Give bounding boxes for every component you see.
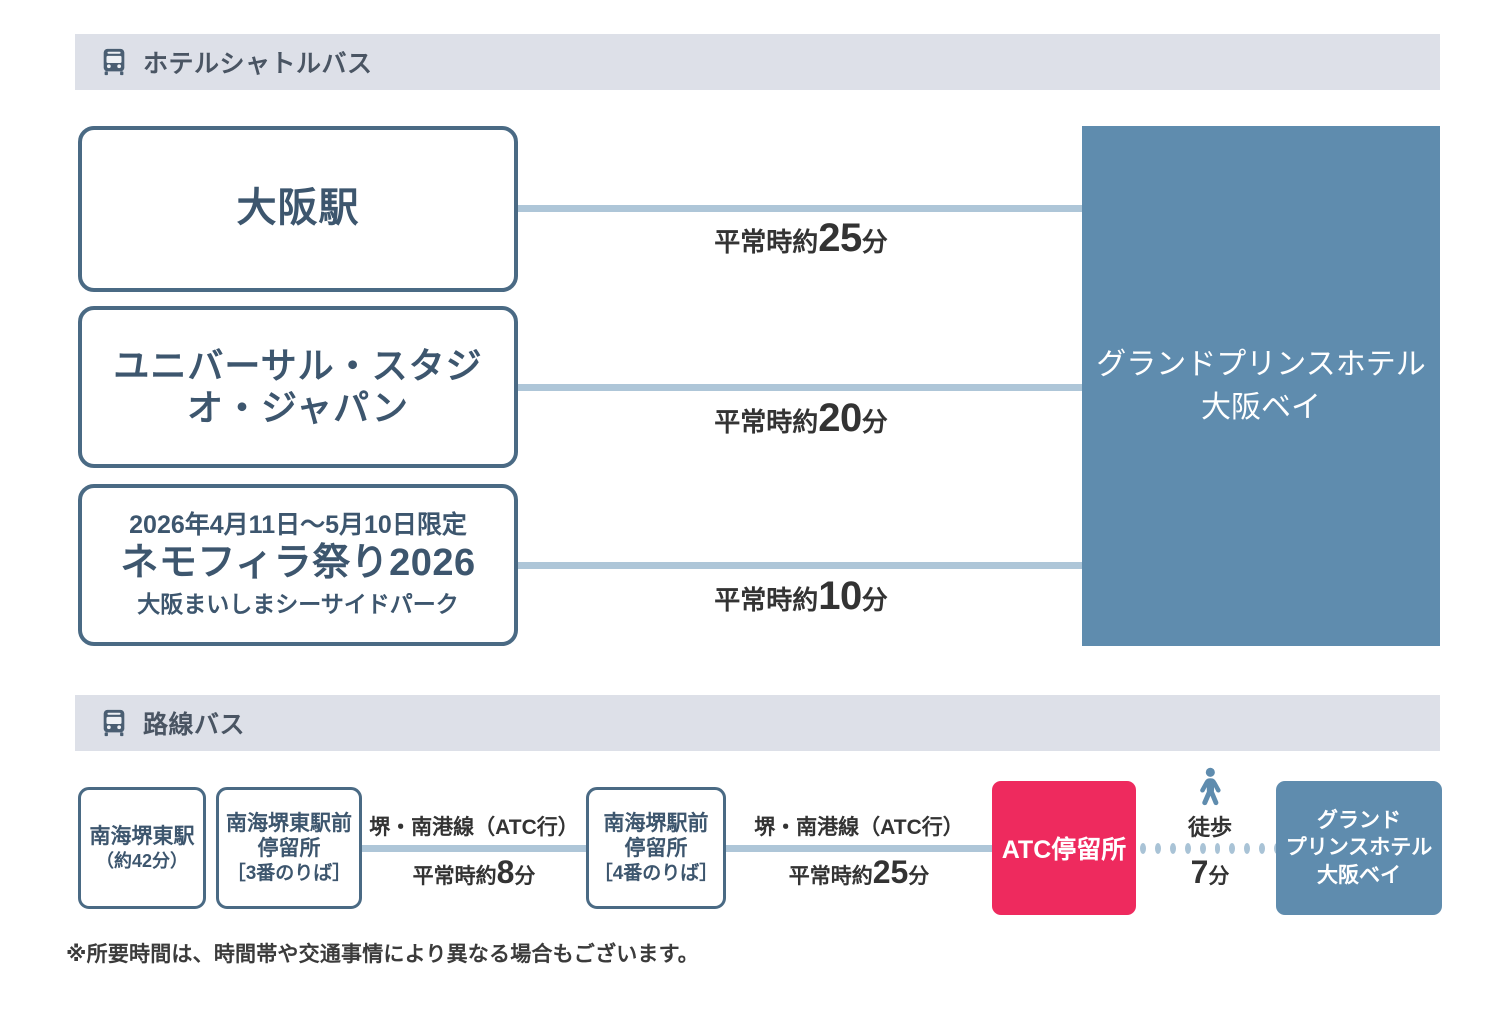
duration-label-osaka: 平常時約25分 <box>512 216 1090 261</box>
connector-line-usj <box>512 384 1090 391</box>
stop-label-line2: 停留所 <box>257 837 321 861</box>
duration-minutes: 25 <box>872 854 909 890</box>
duration-unit: 分 <box>861 585 888 615</box>
stop-label-platform: ［4番のりば］ <box>593 862 719 884</box>
duration-minutes: 20 <box>818 396 862 440</box>
duration-label-nemophila: 平常時約10分 <box>512 574 1090 619</box>
duration-minutes: 7 <box>1190 854 1209 890</box>
bus-icon <box>103 48 125 76</box>
stop-label-line2: （約42分） <box>95 850 189 871</box>
origin-label-main: ユニバーサル・スタジオ・ジャパン <box>113 344 483 428</box>
route-line-name-2: 堺・南港線（ATC行） <box>754 816 964 839</box>
route-connector-line-2 <box>722 845 996 852</box>
pedestrian-icon <box>1200 767 1221 806</box>
origin-box-usj[interactable]: ユニバーサル・スタジオ・ジャパン <box>78 306 518 468</box>
route-stop-nankai-sakaihigashi-station[interactable]: 南海堺東駅 （約42分） <box>78 787 206 909</box>
stop-label-line1: 南海堺東駅前 <box>226 811 352 835</box>
duration-prefix: 平常時約 <box>412 865 497 888</box>
connector-line-osaka <box>512 205 1090 212</box>
route-bus-section-header: 路線バス <box>75 695 1440 751</box>
route-connector-line-1 <box>358 845 590 852</box>
origin-label-period: 2026年4月11日〜5月10日限定 <box>129 511 467 540</box>
duration-prefix: 平常時約 <box>714 407 819 437</box>
bus-icon <box>103 709 125 737</box>
route-stop-nankai-sakaihigashi-ekimae[interactable]: 南海堺東駅前 停留所 ［3番のりば］ <box>216 787 362 909</box>
duration-prefix: 平常時約 <box>714 585 819 615</box>
shuttle-bus-section-header: ホテルシャトルバス <box>75 34 1440 90</box>
route-stop-atc[interactable]: ATC停留所 <box>992 781 1136 915</box>
route-stop-nankai-sakai-ekimae[interactable]: 南海堺駅前 停留所 ［4番のりば］ <box>586 787 726 909</box>
duration-unit: 分 <box>861 227 888 257</box>
duration-label-usj: 平常時約20分 <box>512 396 1090 441</box>
walking-dotted-connector <box>1140 841 1281 855</box>
origin-label-main: 大阪駅 <box>236 186 360 231</box>
duration-unit: 分 <box>514 865 536 888</box>
duration-unit: 分 <box>1208 865 1230 888</box>
duration-minutes: 25 <box>818 216 862 260</box>
footnote-text: ※所要時間は、時間帯や交通事情により異なる場合もございます。 <box>66 943 699 966</box>
stop-label-line2: 停留所 <box>624 837 688 861</box>
origin-box-osaka-station[interactable]: 大阪駅 <box>78 126 518 292</box>
duration-prefix: 平常時約 <box>788 865 873 888</box>
hotel-label-line2: プリンスホテル <box>1285 836 1433 860</box>
destination-label: グランドプリンスホテル 大阪ベイ <box>1096 347 1426 425</box>
origin-box-nemophila-festival[interactable]: 2026年4月11日〜5月10日限定 ネモフィラ祭り2026 大阪まいしまシーサ… <box>78 484 518 646</box>
duration-unit: 分 <box>861 407 888 437</box>
stop-label-line1: 南海堺東駅 <box>89 824 195 848</box>
route-destination-hotel: グランド プリンスホテル 大阪ベイ <box>1276 781 1442 915</box>
connector-line-nemophila <box>512 562 1090 569</box>
duration-minutes: 8 <box>496 854 515 890</box>
shuttle-bus-section-label: ホテルシャトルバス <box>143 50 373 78</box>
hotel-label-line1: グランド <box>1317 809 1401 833</box>
walking-label: 徒歩 <box>1187 815 1232 840</box>
route-duration-2: 平常時約25分 <box>722 854 996 891</box>
stop-label-line1: 南海堺駅前 <box>603 811 709 835</box>
hotel-label-line3: 大阪ベイ <box>1317 863 1401 887</box>
duration-minutes: 10 <box>818 574 862 618</box>
duration-unit: 分 <box>908 865 930 888</box>
atc-stop-label: ATC停留所 <box>1001 836 1127 864</box>
route-line-name-1: 堺・南港線（ATC行） <box>369 816 579 839</box>
destination-block-hotel: グランドプリンスホテル 大阪ベイ <box>1082 126 1440 646</box>
origin-label-venue: 大阪まいしまシーサイドパーク <box>137 590 459 617</box>
stop-label-platform: ［3番のりば］ <box>226 862 352 884</box>
walking-duration: 7分 <box>1140 854 1280 891</box>
duration-prefix: 平常時約 <box>714 227 819 257</box>
origin-label-event: ネモフィラ祭り2026 <box>120 542 476 585</box>
route-duration-1: 平常時約8分 <box>358 854 590 891</box>
route-bus-section-label: 路線バス <box>143 711 246 739</box>
